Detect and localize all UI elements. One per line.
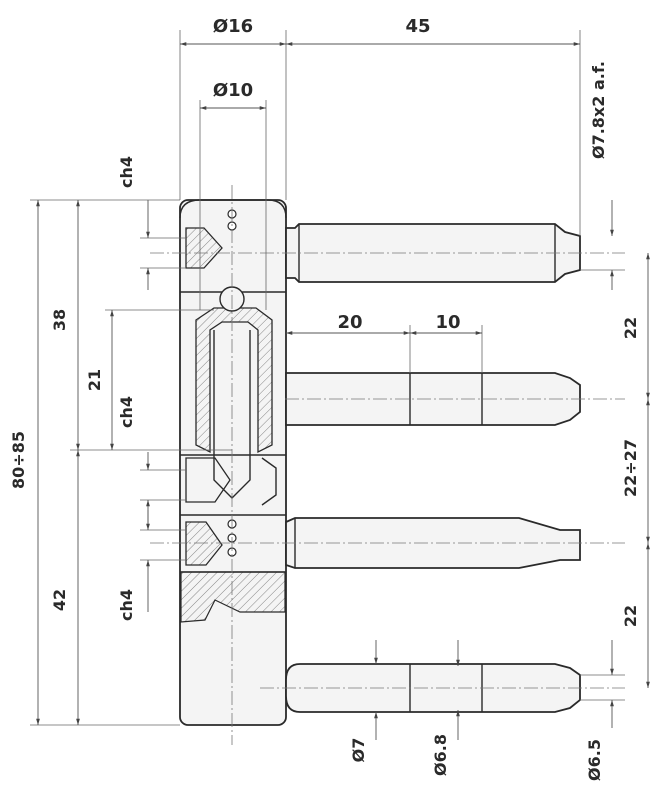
dim-upper-height: 38 <box>50 309 69 331</box>
dim-wrench-top: ch4 <box>117 156 136 188</box>
dim-pin-tip-diameter: Ø7.8x2 a.f. <box>589 61 608 159</box>
dim-wrench-middle: ch4 <box>117 396 136 428</box>
dim-shaft-diameter-6-5: Ø6.5 <box>585 739 604 781</box>
dim-head-diameter: Ø16 <box>213 16 253 37</box>
hex-socket-bottom <box>185 521 223 566</box>
dim-spacing-top: 22 <box>621 317 640 339</box>
dim-pin-length: 45 <box>405 16 430 37</box>
dim-shaft-diameter-6-8: Ø6.8 <box>431 734 450 776</box>
dim-total-height: 80÷85 <box>9 431 28 489</box>
inner-sleeve <box>195 307 273 454</box>
dim-sleeve-height: 21 <box>85 369 104 391</box>
dim-pin-step-10: 10 <box>435 312 460 333</box>
hex-socket-middle <box>185 457 231 503</box>
dim-wrench-bottom: ch4 <box>117 589 136 621</box>
hinge-body <box>179 199 287 726</box>
dim-shaft-diameter-7: Ø7 <box>349 738 368 763</box>
dim-lower-height: 42 <box>50 589 69 611</box>
hatched-section <box>180 571 286 623</box>
dim-spacing-bottom: 22 <box>621 605 640 627</box>
dimension-labels: Ø16 45 Ø10 Ø7.8x2 a.f. ch4 38 21 ch4 80÷… <box>9 16 640 781</box>
dim-pin-step-20: 20 <box>337 312 362 333</box>
hex-socket-top <box>185 227 223 269</box>
pin-second <box>285 372 581 426</box>
centerlines <box>150 185 625 745</box>
dimension-lines <box>30 30 650 740</box>
dim-spacing-middle: 22÷27 <box>621 439 640 497</box>
dim-inner-diameter: Ø10 <box>213 80 253 101</box>
